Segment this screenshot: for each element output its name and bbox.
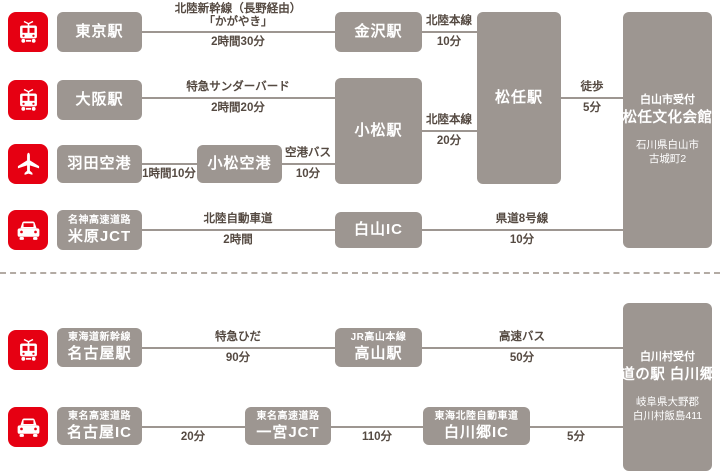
edge-label-time: 20分 — [436, 135, 462, 147]
node-label: 米原JCT — [67, 227, 132, 245]
connector-haneda-komatsuairport — [142, 163, 197, 165]
edge-label-route: 北陸本線 — [426, 15, 472, 27]
train-icon — [8, 12, 48, 52]
destination-reception: 白山市受付 — [640, 94, 695, 107]
connector-shirakawagoic-destination — [530, 426, 623, 428]
section-divider — [0, 272, 720, 274]
connector-ichinomiya-shirakawagoic — [331, 426, 423, 428]
node-tokyo-station: 東京駅 — [57, 12, 142, 52]
edge-label-time: 2時間 — [223, 234, 253, 246]
edge-label-time: 5分 — [567, 431, 585, 443]
edge-label-route: 北陸本線 — [426, 114, 472, 126]
destination-address: 石川県白山市 — [636, 138, 699, 151]
connector-hakusanic-destination — [422, 229, 623, 231]
connector-komatsuairport-komatsu — [282, 163, 335, 165]
train-icon — [19, 88, 37, 111]
edge-label-time: 1時間10分 — [142, 168, 196, 180]
node-label: 名古屋駅 — [67, 345, 132, 362]
node-label: 東京駅 — [75, 23, 124, 40]
edge-label-time: 10分 — [295, 168, 321, 180]
train-icon — [19, 20, 37, 43]
edge-label-route: 県道8号線 — [495, 213, 549, 225]
node-shirakawago-ic: 東海北陸自動車道 白川郷IC — [423, 407, 530, 445]
destination-michinoeki-shirakawago: 白川村受付 道の駅 白川郷 岐阜県大野郡 白川村飯島411 — [620, 303, 715, 471]
destination-address: 古城町2 — [648, 152, 687, 165]
edge-label-time: 2時間20分 — [211, 102, 265, 114]
node-kanazawa-station: 金沢駅 — [335, 12, 422, 52]
airplane-icon — [17, 152, 39, 175]
connector-maibara-hakusanic — [142, 229, 335, 231]
node-komatsu-airport: 小松空港 — [197, 145, 282, 183]
node-label: 白川郷IC — [443, 423, 509, 441]
connector-nagoyaic-ichinomiya — [142, 426, 245, 428]
node-sublabel: JR高山本線 — [350, 332, 407, 343]
destination-reception: 白川村受付 — [640, 351, 695, 364]
node-komatsu-station: 小松駅 — [335, 78, 422, 184]
connector-nagoya-takayama — [142, 347, 335, 349]
node-label: 小松駅 — [354, 122, 403, 139]
train-icon — [8, 80, 48, 120]
connector-kanazawa-matto — [422, 31, 477, 33]
node-label: 金沢駅 — [354, 23, 403, 40]
airplane-icon — [8, 144, 48, 184]
destination-name: 松任文化会館 — [622, 110, 713, 127]
train-icon — [8, 330, 48, 370]
train-icon — [19, 338, 37, 361]
edge-label-route: 北陸新幹線（長野経由） 「かがやき」 — [175, 3, 302, 29]
edge-label-route: 北陸自動車道 — [203, 213, 273, 225]
destination-name: 道の駅 白川郷 — [620, 367, 715, 384]
node-label: 白山IC — [353, 221, 403, 238]
node-label: 松任駅 — [494, 89, 543, 106]
edge-label-route: 徒歩 — [580, 81, 604, 93]
edge-label-time: 110分 — [361, 431, 393, 443]
node-sublabel: 東名高速道路 — [68, 410, 131, 422]
edge-label-time: 5分 — [583, 102, 601, 114]
node-osaka-station: 大阪駅 — [57, 80, 142, 120]
car-icon — [8, 210, 48, 250]
node-ichinomiya-jct: 東名高速道路 一宮JCT — [245, 407, 331, 445]
car-icon — [17, 221, 39, 240]
edge-label-route: 高速バス — [499, 331, 545, 343]
edge-label-time: 10分 — [436, 36, 462, 48]
destination-address: 白川村飯島411 — [632, 409, 703, 422]
node-maibara-jct: 名神高速道路 米原JCT — [57, 210, 142, 250]
edge-label-route: 特急サンダーバード — [186, 81, 290, 93]
node-hakusan-ic: 白山IC — [335, 212, 422, 248]
node-sublabel: 名神高速道路 — [68, 214, 131, 226]
edge-label-route: 空港バス — [285, 147, 331, 159]
destination-address: 岐阜県大野郡 — [636, 395, 699, 408]
node-label: 小松空港 — [207, 155, 272, 172]
node-haneda-airport: 羽田空港 — [57, 145, 142, 183]
connector-osaka-komatsu — [142, 97, 335, 99]
node-sublabel: 東海北陸自動車道 — [434, 410, 519, 422]
node-label: 羽田空港 — [67, 155, 132, 172]
node-label: 一宮JCT — [256, 423, 320, 441]
connector-tokyo-kanazawa — [142, 31, 335, 33]
edge-label-line2: 「かがやき」 — [203, 16, 273, 28]
node-nagoya-ic: 東名高速道路 名古屋IC — [57, 407, 142, 445]
node-takayama-station: JR高山本線 高山駅 — [335, 328, 422, 367]
edge-label-time: 50分 — [509, 352, 535, 364]
car-icon — [17, 418, 39, 437]
edge-label-time: 90分 — [225, 352, 251, 364]
edge-label-time: 10分 — [509, 234, 535, 246]
node-label: 大阪駅 — [75, 91, 124, 108]
connector-komatsu-matto — [422, 130, 477, 132]
node-sublabel: 東海道新幹線 — [68, 332, 131, 343]
edge-label-time: 2時間30分 — [211, 36, 265, 48]
node-sublabel: 東名高速道路 — [256, 410, 320, 422]
node-label: 高山駅 — [354, 345, 403, 362]
edge-label-time: 20分 — [180, 431, 206, 443]
edge-label-line1: 北陸新幹線（長野経由） — [174, 3, 302, 15]
node-label: 名古屋IC — [66, 423, 132, 441]
edge-label-route: 特急ひだ — [215, 331, 261, 343]
car-icon — [8, 407, 48, 447]
destination-matto-bunka-kaikan: 白山市受付 松任文化会館 石川県白山市 古城町2 — [623, 12, 712, 248]
node-matto-station: 松任駅 — [477, 12, 561, 184]
connector-matto-destination — [561, 97, 623, 99]
connector-takayama-destination — [422, 347, 623, 349]
node-nagoya-station: 東海道新幹線 名古屋駅 — [57, 328, 142, 367]
